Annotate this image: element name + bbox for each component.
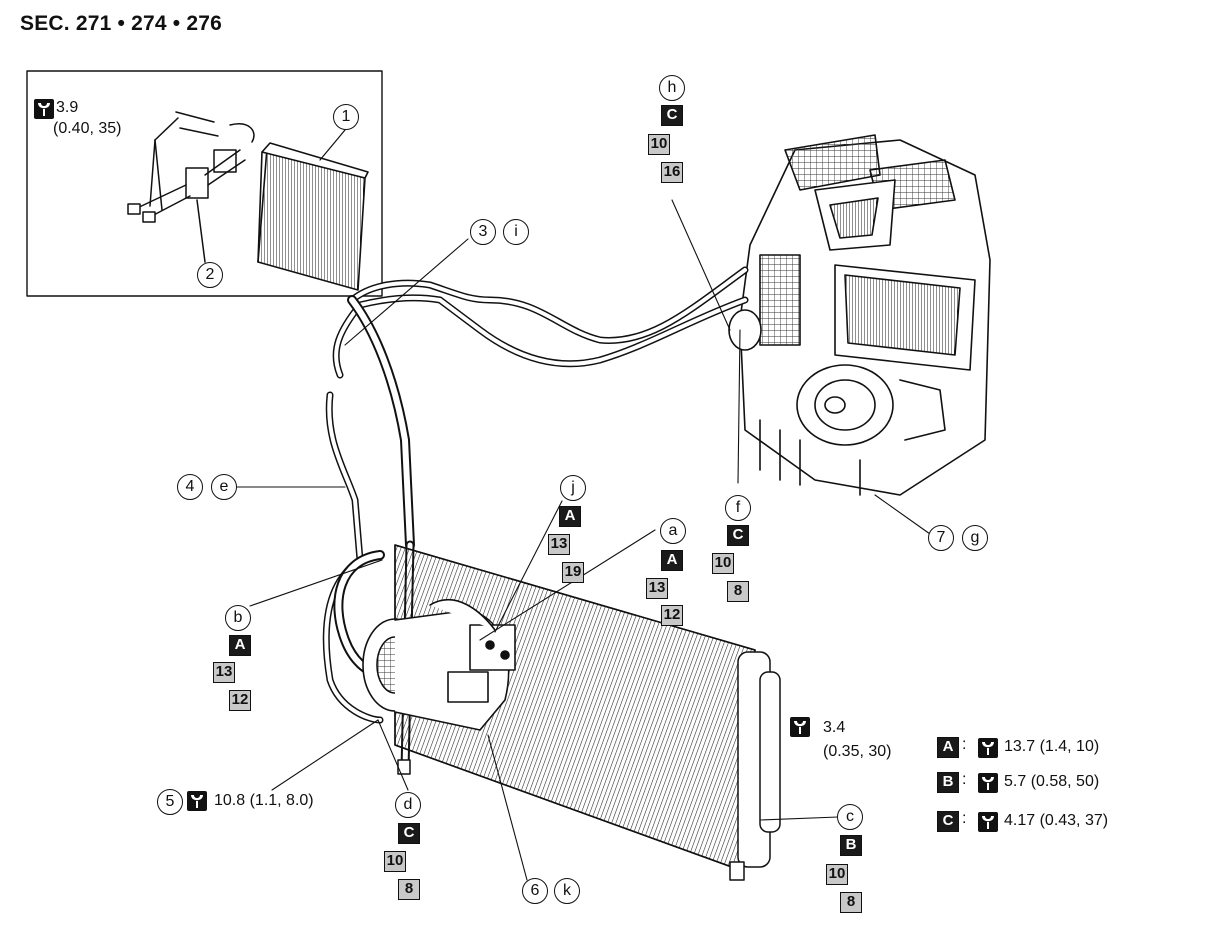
code-h-letter: C	[661, 105, 683, 126]
code-c-n1: 10	[826, 864, 848, 885]
code-a-n2: 12	[661, 605, 683, 626]
legend-letter: A	[937, 737, 959, 758]
callout-a: a	[660, 518, 686, 544]
code-j-letter: A	[559, 506, 581, 527]
callout-d: d	[395, 792, 421, 818]
torque-5-value: 10.8 (1.1, 8.0)	[214, 792, 314, 809]
code-h-n1: 10	[648, 134, 670, 155]
code-f-letter: C	[727, 525, 749, 546]
code-c-n2: 8	[840, 892, 862, 913]
callout-f: f	[725, 495, 751, 521]
code-c-letter: B	[840, 835, 862, 856]
code-d-letter: C	[398, 823, 420, 844]
legend-colon: :	[962, 810, 967, 827]
callout-c: c	[837, 804, 863, 830]
callout-i: i	[503, 219, 529, 245]
legend-letter: B	[937, 772, 959, 793]
code-f-n2: 8	[727, 581, 749, 602]
code-b-letter: A	[229, 635, 251, 656]
callout-h: h	[659, 75, 685, 101]
callout-k: k	[554, 878, 580, 904]
code-a-letter: A	[661, 550, 683, 571]
expansion-valve	[127, 111, 255, 263]
legend-value: 13.7 (1.4, 10)	[1004, 738, 1100, 755]
code-d-n2: 8	[398, 879, 420, 900]
callout-7: 7	[928, 525, 954, 551]
inset-torque-value: 3.9	[56, 99, 79, 116]
callout-j: j	[560, 475, 586, 501]
heater-blower-unit	[728, 134, 991, 496]
code-d-n1: 10	[384, 851, 406, 872]
code-b-n1: 13	[213, 662, 235, 683]
section-label: SEC. 271 • 274 • 276	[20, 12, 223, 35]
callout-6: 6	[522, 878, 548, 904]
torque-34-units: (0.35, 30)	[823, 743, 892, 760]
callout-4: 4	[177, 474, 203, 500]
torque-wrench-icon	[187, 791, 207, 811]
torque-wrench-icon	[978, 738, 998, 758]
callout-b: b	[225, 605, 251, 631]
legend-value: 5.7 (0.58, 50)	[1004, 773, 1100, 790]
callout-2: 2	[197, 262, 223, 288]
torque-wrench-icon	[790, 717, 810, 737]
torque-wrench-icon	[34, 99, 54, 119]
inset-torque-units: (0.40, 35)	[53, 120, 122, 137]
legend-colon: :	[962, 736, 967, 753]
code-h-n2: 16	[661, 162, 683, 183]
callout-1: 1	[333, 104, 359, 130]
torque-wrench-icon	[978, 773, 998, 793]
callout-e: e	[211, 474, 237, 500]
inset-frame	[26, 70, 383, 297]
legend-colon: :	[962, 771, 967, 788]
code-f-n1: 10	[712, 553, 734, 574]
evaporator-core	[257, 142, 369, 291]
legend-letter: C	[937, 811, 959, 832]
code-j-n2: 19	[562, 562, 584, 583]
code-b-n2: 12	[229, 690, 251, 711]
callout-3: 3	[470, 219, 496, 245]
legend-value: 4.17 (0.43, 37)	[1004, 812, 1109, 829]
torque-wrench-icon	[978, 812, 998, 832]
callout-5: 5	[157, 789, 183, 815]
code-j-n1: 13	[548, 534, 570, 555]
callout-g: g	[962, 525, 988, 551]
code-a-n1: 13	[646, 578, 668, 599]
torque-34-value: 3.4	[823, 719, 846, 736]
compressor	[362, 599, 516, 731]
